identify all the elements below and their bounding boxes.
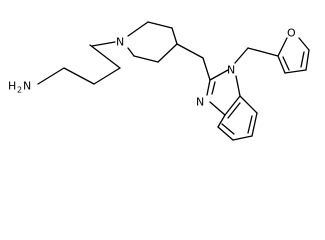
bond-c2im-n3 xyxy=(206,79,211,96)
bond-c2-c3 xyxy=(93,67,121,85)
bond-c7a-c7 xyxy=(239,95,258,114)
bond-n1-c7a xyxy=(235,75,241,97)
bond-c2f-c3f-double xyxy=(282,56,290,71)
bond-c3-c4 xyxy=(89,44,121,69)
bond-ch2f-c2f xyxy=(247,47,279,57)
amine-h-label: H xyxy=(8,80,16,93)
molecule-structure: H 2 N N N N O xyxy=(8,21,310,141)
bond-n3-c3a xyxy=(209,101,226,116)
bond-c3a-c7a-double xyxy=(227,102,241,119)
imidazole-n3-label: N xyxy=(196,96,204,109)
bond-c2f-c3f xyxy=(277,55,286,74)
bond-n1-ch2f xyxy=(234,47,249,64)
bond-c4f-c5f xyxy=(305,49,310,71)
bond-c6p-npip xyxy=(127,47,135,57)
bond-c7-c6-double xyxy=(247,115,253,134)
bond-c2im-n1 xyxy=(209,69,229,81)
bond-c4f-c5f-double xyxy=(300,51,305,68)
bond-c2im-n3-double xyxy=(211,81,216,95)
bond-c5-c4-double xyxy=(221,123,235,135)
bond-ch2-c2im xyxy=(202,57,211,81)
bond-c7-c6 xyxy=(251,112,258,137)
bond-c3p-c4p xyxy=(171,27,178,45)
bond-c3f-c4f xyxy=(284,69,307,74)
bond-c2p-c3p xyxy=(147,21,173,29)
bond-c3a-c7a xyxy=(224,95,241,116)
imidazole-n1-label: N xyxy=(227,64,235,77)
atom-labels: H 2 N N N N O xyxy=(8,27,296,109)
bond-c5p-c6p xyxy=(133,55,159,63)
bond-c1-c2 xyxy=(63,67,95,85)
bond-c4-c3a xyxy=(217,114,226,128)
bond-c4-npip xyxy=(91,41,116,47)
amine-subscript-label: 2 xyxy=(17,86,22,95)
bond-c6-c5 xyxy=(232,135,253,141)
bond-o-c2f xyxy=(277,37,288,57)
piperidine-n-label: N xyxy=(116,36,124,49)
bonds xyxy=(37,21,310,141)
bond-c4p-c5p xyxy=(157,43,178,63)
furan-o-label: O xyxy=(287,27,296,40)
bond-npip-c2p xyxy=(127,21,149,37)
bond-c5f-o xyxy=(298,37,310,51)
bond-nh2-c1 xyxy=(37,67,65,85)
bond-c5-c4 xyxy=(217,126,234,141)
amine-n-label: N xyxy=(23,80,31,93)
bond-c4p-ch2 xyxy=(176,43,204,59)
